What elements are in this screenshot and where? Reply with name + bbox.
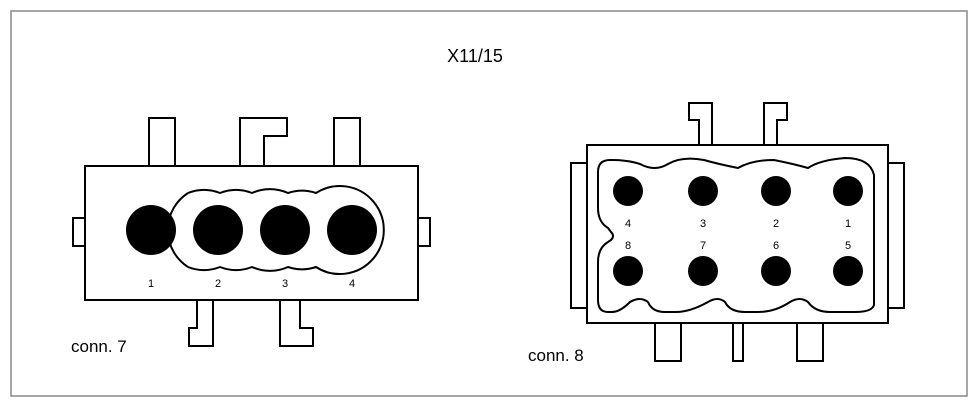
conn8-pin-hole: [613, 256, 643, 286]
conn7-top-tab: [333, 117, 361, 167]
connector-8: 4 3 2 1 8 7 6 5 conn. 8: [528, 102, 905, 365]
conn7-cavity-outline: [187, 185, 385, 275]
conn8-pin-number: 2: [773, 218, 779, 230]
conn7-pin-number: 2: [215, 278, 221, 290]
conn8-pin-hole: [613, 176, 643, 206]
conn8-pin-number: 7: [700, 240, 706, 252]
conn7-pin-hole: [260, 205, 310, 255]
conn7-pin-hole: [327, 205, 377, 255]
conn8-pin-hole: [761, 176, 791, 206]
conn8-pin-hole: [761, 256, 791, 286]
conn7-pin-hole: [126, 205, 176, 255]
conn8-label: conn. 8: [528, 346, 584, 365]
conn8-pin-hole: [688, 256, 718, 286]
conn8-side-tab-left: [570, 162, 588, 309]
conn8-pin-hole: [833, 256, 863, 286]
conn8-pin-number: 8: [625, 240, 631, 252]
conn7-label: conn. 7: [71, 337, 127, 356]
conn8-housing: [586, 144, 889, 324]
conn8-bottom-tab: [796, 322, 824, 362]
conn7-pin-number: 4: [349, 278, 355, 290]
conn7-pin-hole: [193, 205, 243, 255]
conn7-pin-number: 3: [282, 278, 288, 290]
conn8-bottom-tab: [732, 322, 744, 362]
conn8-pin-number: 3: [700, 218, 706, 230]
conn8-pin-hole: [688, 176, 718, 206]
conn8-cavity-outline: [597, 157, 875, 313]
conn7-top-tab: [148, 117, 176, 167]
conn8-pin-hole: [833, 176, 863, 206]
conn8-pin-number: 1: [845, 218, 851, 230]
conn7-top-key-tab: [239, 117, 288, 166]
conn7-pin-number: 1: [148, 278, 154, 290]
conn8-top-tab: [763, 102, 788, 145]
conn8-pin-number: 4: [625, 218, 631, 230]
conn7-bottom-tab: [279, 300, 314, 347]
conn8-top-tab: [688, 102, 713, 145]
connector-7: 1 2 3 4 conn. 7: [71, 117, 431, 356]
conn8-side-tab-right: [887, 162, 905, 309]
conn8-pin-number: 5: [845, 240, 851, 252]
conn8-bottom-tab: [654, 322, 682, 362]
conn7-bottom-tab: [188, 300, 214, 347]
conn8-pin-number: 6: [773, 240, 779, 252]
diagram-title: X11/15: [447, 46, 503, 66]
